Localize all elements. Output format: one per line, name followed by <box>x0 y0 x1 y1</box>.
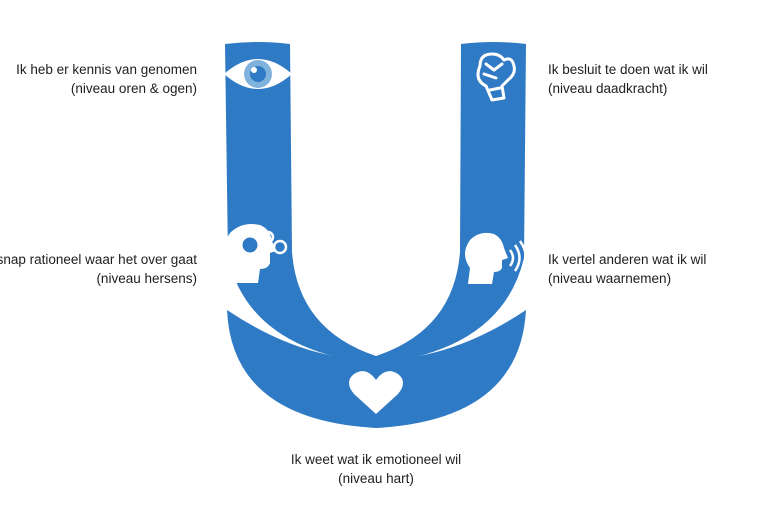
label-line2: (niveau hart) <box>338 471 414 486</box>
label-perceive: Ik vertel anderen wat ik wil (niveau waa… <box>548 250 706 288</box>
u-left-arm <box>225 42 376 364</box>
heart-icon <box>349 371 403 414</box>
eye-icon <box>224 59 292 89</box>
fist-icon <box>476 52 516 102</box>
label-action: Ik besluit te doen wat ik wil (niveau da… <box>548 60 708 98</box>
label-line1: Ik snap rationeel waar het over gaat <box>0 252 197 267</box>
label-line2: (niveau waarnemen) <box>548 271 672 286</box>
speaking-head-icon <box>465 232 528 284</box>
label-line1: Ik besluit te doen wat ik wil <box>548 62 708 77</box>
label-ears-eyes: Ik heb er kennis van genomen (niveau ore… <box>16 60 197 98</box>
label-line1: Ik heb er kennis van genomen <box>16 62 197 77</box>
label-heart: Ik weet wat ik emotioneel wil (niveau ha… <box>226 450 526 488</box>
label-line2: (niveau oren & ogen) <box>70 81 197 96</box>
label-brain: Ik snap rationeel waar het over gaat (ni… <box>0 250 197 288</box>
head-gears-icon <box>224 224 288 283</box>
label-line2: (niveau daadkracht) <box>548 81 668 96</box>
label-line1: Ik weet wat ik emotioneel wil <box>290 452 462 467</box>
label-line1: Ik vertel anderen wat ik wil <box>548 252 707 267</box>
u-bottom-bowl <box>227 310 526 428</box>
label-line2: (niveau hersens) <box>96 271 197 286</box>
